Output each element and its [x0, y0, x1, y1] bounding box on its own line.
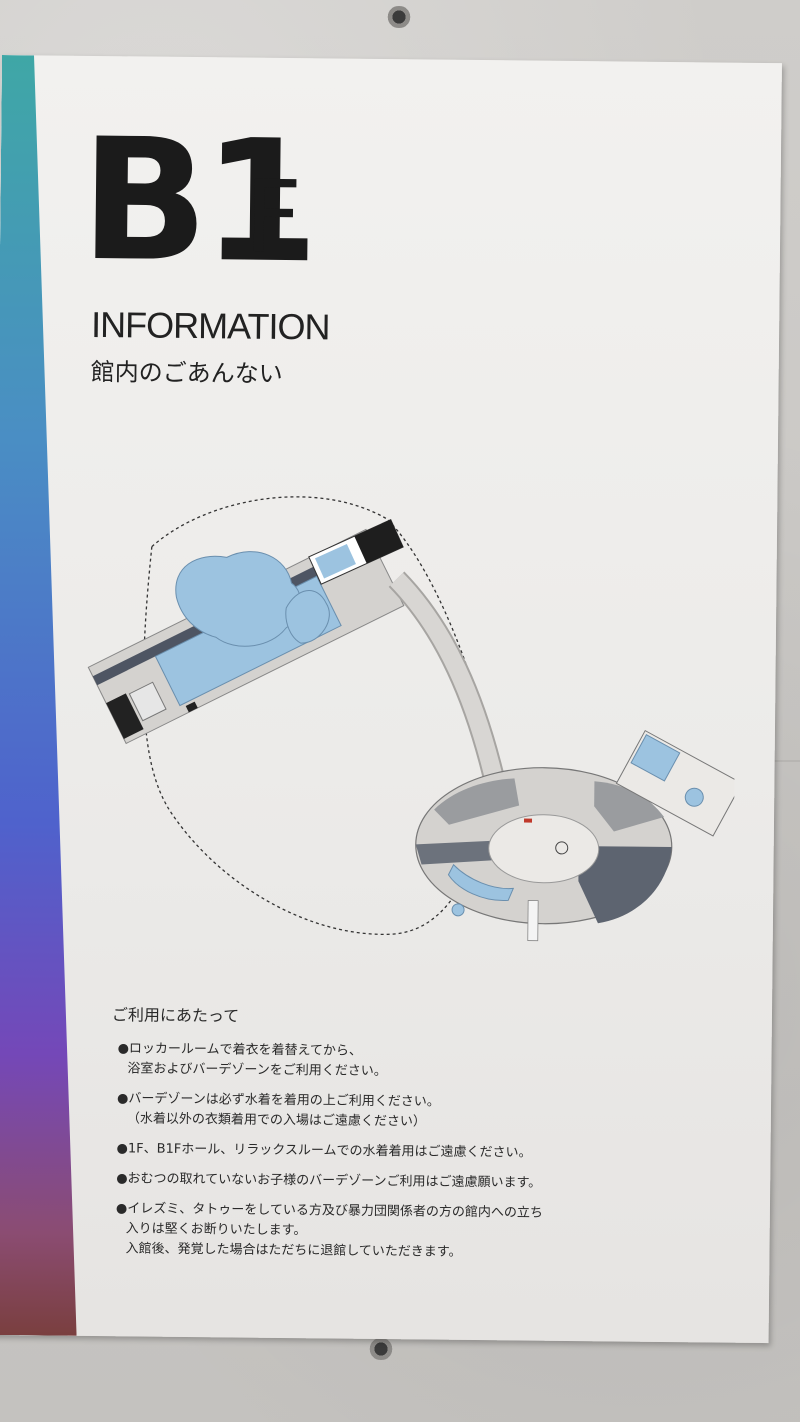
note-item: ●ロッカールームで着衣を着替えてから、 浴室およびバーデゾーンをご利用ください。: [111, 1039, 731, 1085]
information-sign: B1 F INFORMATION 館内のごあんない: [0, 55, 782, 1344]
floor-map-drawing: [87, 496, 743, 942]
note-line: ●1F、B1Fホール、リラックスルームでの水着着用はご遠慮ください。: [116, 1141, 532, 1161]
note-line: ●おむつの取れていないお子様のバーデゾーンご利用はご遠慮願います。: [116, 1171, 542, 1191]
dark-zone-left: [415, 840, 504, 865]
note-item: ●バーデゾーンは必ず水着を着用の上ご利用ください。 （水着以外の衣類着用での入場…: [111, 1089, 731, 1135]
entrance-block: [308, 519, 404, 585]
floor-suffix: F: [243, 158, 303, 277]
side-bath-shape: [285, 590, 330, 644]
note-item: ●おむつの取れていないお子様のバーデゾーンご利用はご遠慮願います。: [110, 1169, 730, 1195]
dark-zone-right: [578, 846, 672, 924]
information-title-en: INFORMATION: [90, 303, 330, 348]
round-hall-pool: [447, 863, 515, 901]
left-wing-stairs: [128, 681, 167, 722]
left-wing-pillar: [185, 701, 198, 713]
note-item: ●1F、B1Fホール、リラックスルームでの水着着用はご遠慮ください。: [110, 1139, 730, 1165]
note-item: ●イレズミ、タトゥーをしている方及び暴力団関係者の方の館内への立ち 入りは堅くお…: [109, 1199, 730, 1265]
top-bolt-icon: [384, 6, 414, 28]
left-wing-locker: [106, 693, 144, 739]
right-annex: [615, 729, 743, 837]
usage-notes: ご利用にあたって ●ロッカールームで着衣を着替えてから、 浴室およびバーデゾーン…: [109, 1001, 732, 1275]
information-title-jp: 館内のごあんない: [90, 357, 283, 388]
round-hall: [415, 767, 673, 942]
floor-map: [53, 456, 743, 963]
usage-notes-heading: ご利用にあたって: [111, 1005, 240, 1026]
bottom-bolt-icon: [366, 1338, 396, 1360]
